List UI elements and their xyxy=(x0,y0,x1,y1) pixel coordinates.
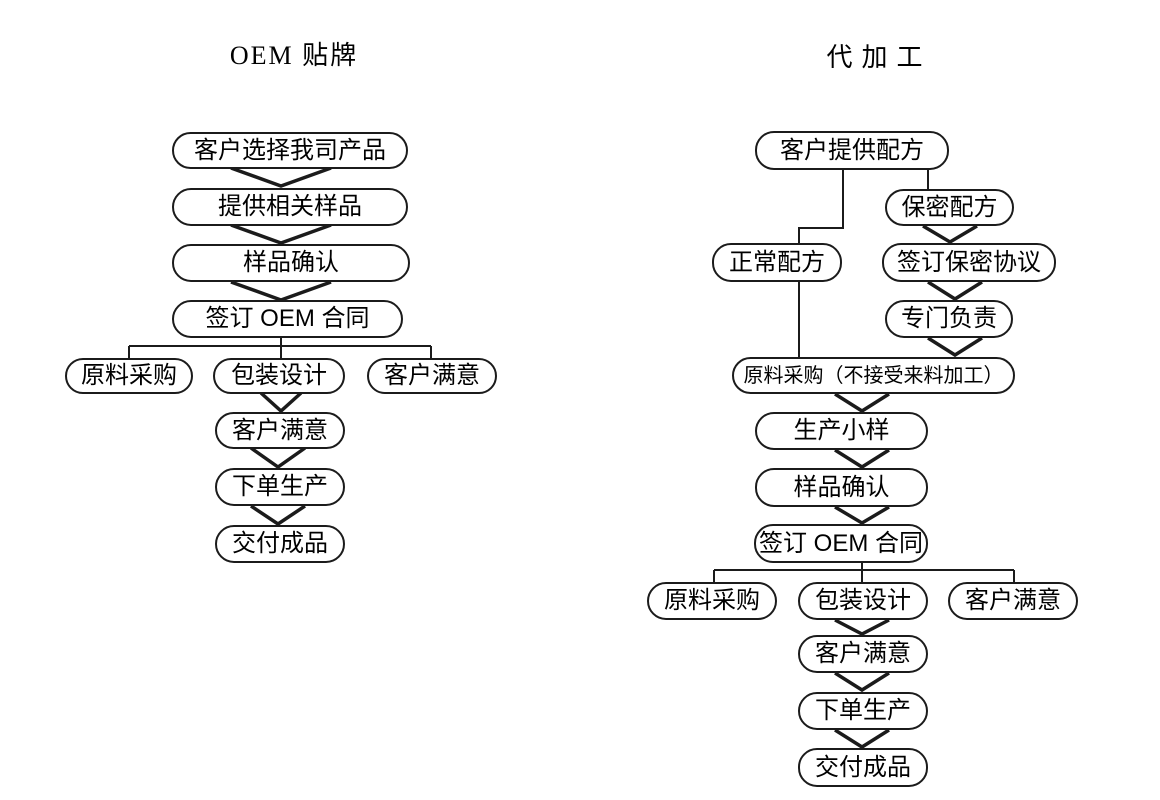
node-left-material-purchase: 原料采购 xyxy=(65,358,193,394)
node-right-dedicated-responsibility: 专门负责 xyxy=(885,300,1013,338)
arrow-down-icon xyxy=(834,728,890,750)
node-right-secret-formula: 保密配方 xyxy=(885,189,1014,226)
node-right-package-design: 包装设计 xyxy=(798,582,928,620)
left-diagram-title: OEM 贴牌 xyxy=(229,41,359,70)
arrow-down-icon xyxy=(250,504,306,527)
left-branch-bracket xyxy=(128,338,432,358)
arrow-down-icon xyxy=(922,224,978,245)
arrow-down-icon xyxy=(834,448,890,470)
node-right-sign-oem-contract: 签订 OEM 合同 xyxy=(754,524,928,563)
arrow-down-icon xyxy=(259,391,303,414)
node-left-package-design: 包装设计 xyxy=(213,358,345,394)
node-left-select-product: 客户选择我司产品 xyxy=(172,132,408,169)
node-left-sign-oem-contract: 签订 OEM 合同 xyxy=(172,300,403,338)
arrow-down-icon xyxy=(230,166,332,188)
node-right-sign-nda: 签订保密协议 xyxy=(882,243,1056,282)
node-right-material-purchase: 原料采购 xyxy=(647,582,777,620)
right-branch-bracket xyxy=(713,563,1015,582)
arrow-down-icon xyxy=(834,392,890,414)
node-right-place-order: 下单生产 xyxy=(798,692,928,730)
arrow-down-icon xyxy=(834,505,890,526)
arrow-down-icon xyxy=(834,671,890,693)
arrow-down-icon xyxy=(927,280,983,302)
node-right-provide-formula: 客户提供配方 xyxy=(755,131,949,170)
node-right-deliver-product: 交付成品 xyxy=(798,748,928,787)
right-arrows xyxy=(834,224,983,750)
node-left-place-order: 下单生产 xyxy=(215,468,345,506)
node-right-produce-sample: 生产小样 xyxy=(755,412,928,450)
node-left-sample-confirm: 样品确认 xyxy=(172,244,410,282)
arrow-down-icon xyxy=(230,280,332,302)
node-right-customer-satisfied-branch: 客户满意 xyxy=(948,582,1078,620)
node-left-deliver-product: 交付成品 xyxy=(215,525,345,563)
arrow-down-icon xyxy=(230,223,332,245)
arrow-down-icon xyxy=(249,446,307,470)
node-left-customer-satisfied-branch: 客户满意 xyxy=(367,358,497,394)
right-diagram-title: 代加工 xyxy=(826,43,932,72)
node-right-normal-formula: 正常配方 xyxy=(712,243,842,282)
node-right-customer-satisfied: 客户满意 xyxy=(798,635,928,673)
right-normal-formula-link xyxy=(798,167,844,243)
arrow-down-icon xyxy=(927,336,983,358)
node-right-material-purchase-note: 原料采购（不接受来料加工） xyxy=(732,357,1015,394)
node-left-customer-satisfied: 客户满意 xyxy=(215,412,345,449)
node-right-sample-confirm: 样品确认 xyxy=(755,468,928,507)
node-left-provide-samples: 提供相关样品 xyxy=(172,188,408,226)
arrow-down-icon xyxy=(834,618,890,636)
